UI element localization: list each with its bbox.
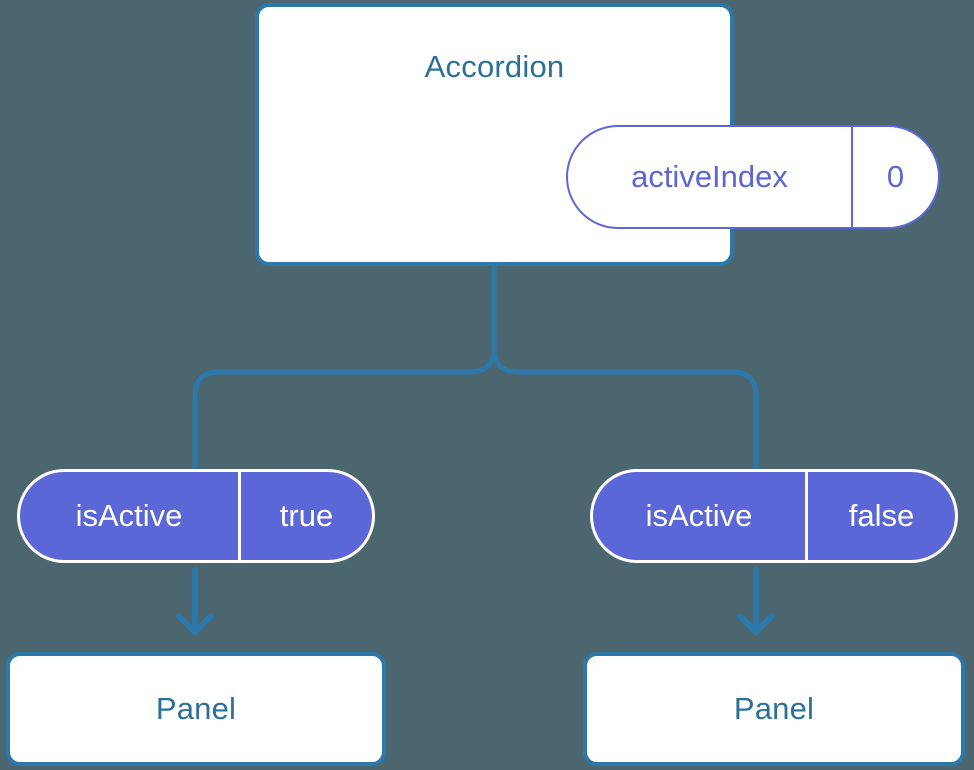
prop-pill-value: true (238, 472, 372, 560)
panel-component-card-right[interactable]: Panel (583, 652, 965, 766)
state-pill-value: 0 (851, 127, 938, 227)
panel-title: Panel (733, 691, 815, 726)
prop-pill-is-active-right[interactable]: isActive false (590, 469, 958, 563)
arrow-down-icon-left (176, 567, 214, 635)
panel-title: Panel (155, 691, 237, 726)
prop-pill-key: isActive (645, 498, 753, 533)
accordion-component-card[interactable]: Accordion activeIndex 0 (255, 3, 940, 266)
prop-pill-value: false (805, 472, 955, 560)
arrow-down-icon-right (737, 567, 775, 635)
state-pill-active-index[interactable]: activeIndex 0 (566, 125, 940, 229)
prop-pill-is-active-left[interactable]: isActive true (17, 469, 375, 563)
accordion-title: Accordion (424, 49, 565, 84)
tree-connector-path (192, 263, 497, 473)
panel-component-card-left[interactable]: Panel (6, 652, 386, 766)
tree-connector-path-right (491, 345, 759, 473)
state-pill-key: activeIndex (631, 159, 788, 194)
prop-pill-key: isActive (75, 498, 183, 533)
